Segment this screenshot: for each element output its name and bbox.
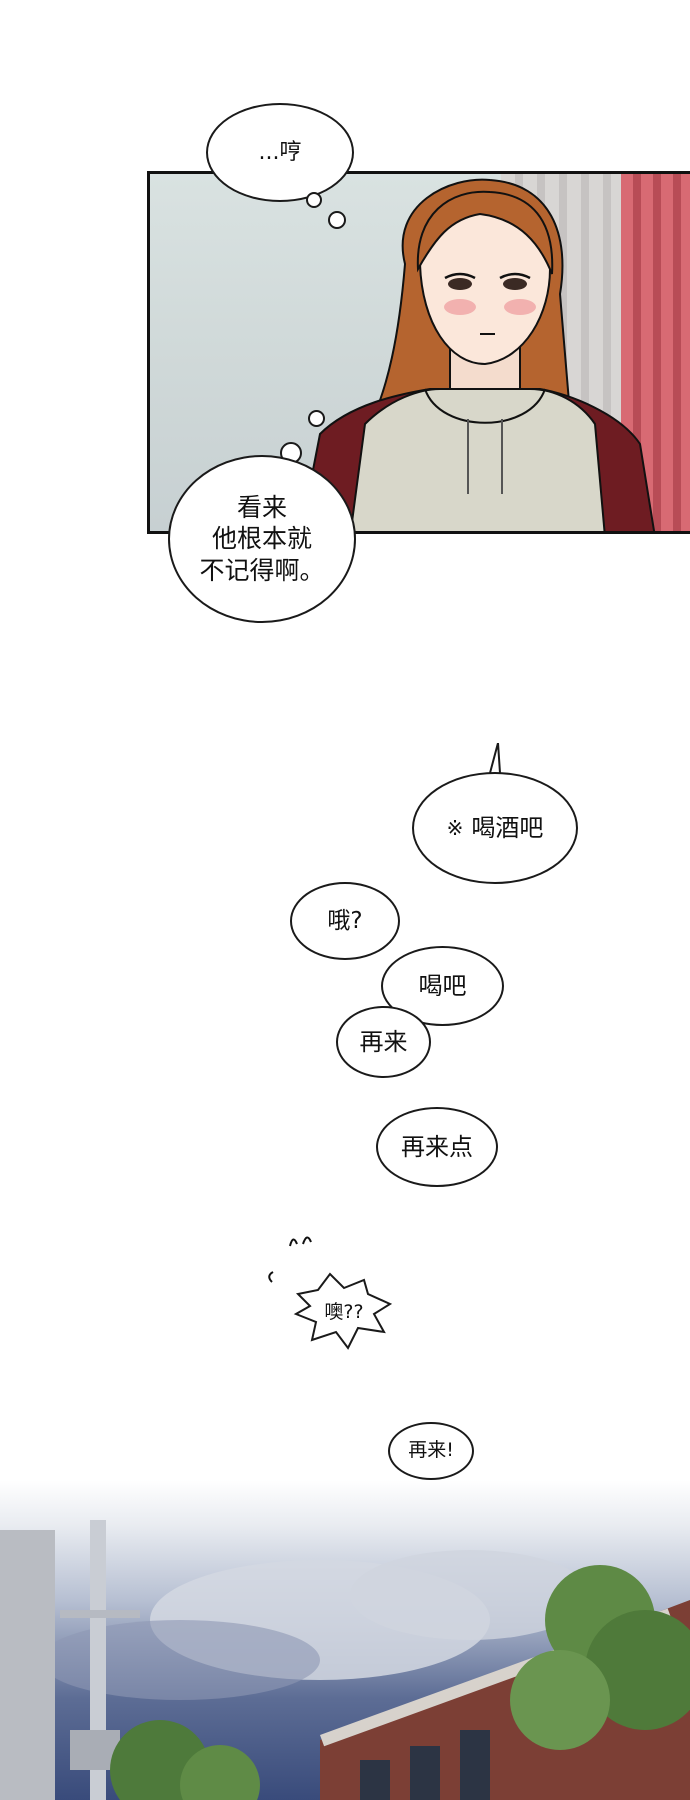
bubble-again-excl: 再来! xyxy=(388,1422,474,1480)
thought-dot xyxy=(306,192,322,208)
bubble-tail xyxy=(489,743,501,773)
town-scene xyxy=(0,1480,690,1800)
thought-dot xyxy=(328,211,346,229)
bubble-drink-text: 喝酒吧 xyxy=(471,814,544,842)
bubble-again-text: 再来 xyxy=(359,1028,408,1056)
bubble-huh-text: 噢?? xyxy=(324,1300,364,1323)
panel-girl xyxy=(147,171,690,534)
bubble-hmph-text: ...哼 xyxy=(258,139,302,165)
girl-illustration xyxy=(300,178,656,531)
bubble-again-more-text: 再来点 xyxy=(401,1133,473,1161)
bubble-thought: 看来 他根本就 不记得啊。 xyxy=(168,455,356,623)
bubble-thought-line-3: 不记得啊。 xyxy=(199,555,325,585)
bubble-thought-line-2: 他根本就 xyxy=(211,524,312,554)
bubble-again-more: 再来点 xyxy=(376,1107,498,1187)
bubble-thought-line-1: 看来 xyxy=(236,493,287,523)
town-illustration xyxy=(0,1520,690,1800)
thought-dot xyxy=(308,410,325,427)
bubble-oh: 哦? xyxy=(290,882,400,960)
bubble-drink: ※ 喝酒吧 xyxy=(412,772,578,884)
anger-icon: ※ xyxy=(446,815,464,840)
bubble-oh-text: 哦? xyxy=(327,907,363,934)
surprise-marks-icon xyxy=(289,1236,312,1247)
surprise-mark-icon xyxy=(268,1271,274,1283)
bubble-huh: 噢?? xyxy=(292,1270,396,1350)
bubble-huh-shape xyxy=(293,1272,393,1350)
bubble-again-excl-text: 再来! xyxy=(408,1439,454,1462)
bubble-hmph: ...哼 xyxy=(206,103,354,202)
bubble-drink-up-text: 喝吧 xyxy=(418,972,467,1000)
bubble-again: 再来 xyxy=(336,1006,431,1078)
